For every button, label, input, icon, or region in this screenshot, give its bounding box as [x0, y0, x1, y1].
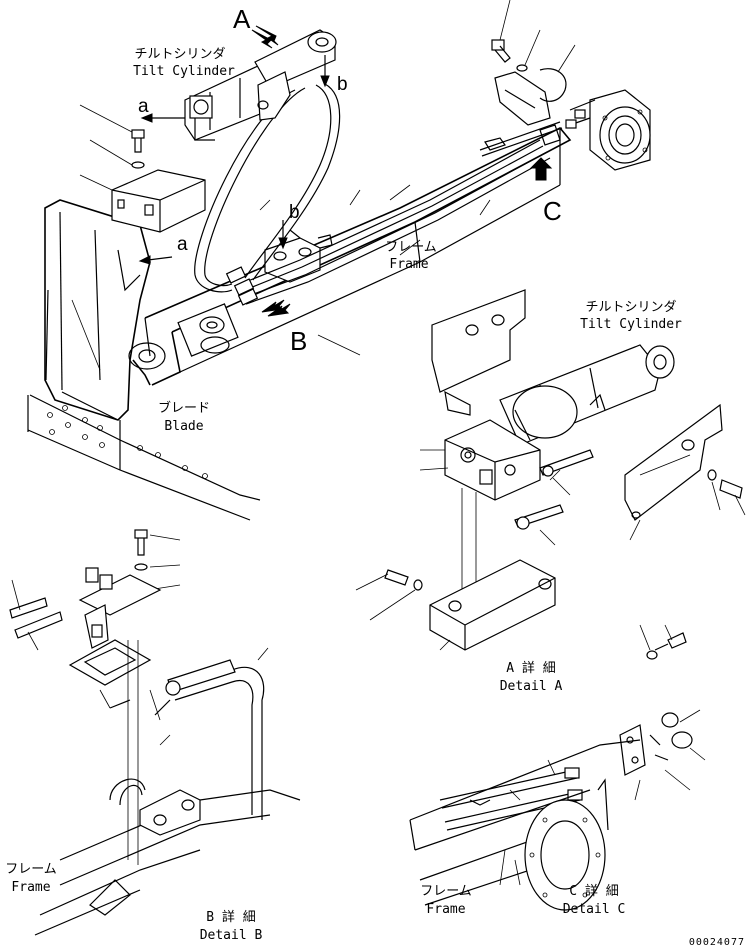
detail-a-drawing — [355, 289, 746, 651]
detail-b-en: Detail B — [200, 928, 263, 943]
frame-b-en: Frame — [11, 880, 50, 895]
callout-c-label: C — [543, 196, 562, 226]
frame-arm — [144, 127, 572, 386]
detail-c-en: Detail C — [563, 902, 626, 917]
drawing-number: 00024077 — [689, 937, 745, 948]
callout-b-small-frame: b — [289, 202, 300, 223]
right-upper-parts — [491, 0, 651, 171]
blade-en: Blade — [164, 419, 203, 434]
detail-a-jp: A 詳 細 — [506, 660, 555, 676]
tilt-cylinder-a-en: Tilt Cylinder — [580, 317, 682, 332]
blade-jp: ブレード — [158, 400, 210, 416]
hoses — [194, 83, 563, 306]
tilt-cylinder-top-jp: チルトシリンダ — [134, 47, 225, 62]
callout-a-label: A — [233, 4, 251, 34]
detail-c-drawing — [409, 624, 706, 911]
callout-b-small-top: b — [337, 74, 348, 95]
tilt-cylinder-top-en: Tilt Cylinder — [133, 64, 235, 79]
detail-a-en: Detail A — [500, 679, 563, 694]
tilt-cylinder-top — [184, 29, 337, 141]
leader-lines — [259, 184, 491, 256]
callout-a-small-top: a — [138, 96, 149, 117]
frame-main-jp: フレーム — [385, 240, 437, 255]
blade-drawing — [27, 199, 261, 521]
main-assembly — [27, 0, 651, 521]
callout-arrows — [138, 25, 553, 356]
frame-c-en: Frame — [426, 902, 465, 917]
cover-box — [111, 169, 206, 233]
detail-b-jp: B 詳 細 — [206, 909, 255, 925]
detail-b-drawing — [9, 529, 301, 936]
frame-main-en: Frame — [389, 257, 428, 272]
blade-holes — [47, 405, 208, 479]
frame-b-jp: フレーム — [5, 862, 57, 877]
text-labels: A B C a a b b チルトシリンダ Tilt Cylinder チルトシ… — [5, 4, 745, 948]
callout-b-label: B — [290, 326, 307, 356]
detail-c-jp: C 詳 細 — [569, 883, 618, 899]
top-bolt — [79, 104, 145, 191]
tilt-cylinder-a-jp: チルトシリンダ — [585, 300, 676, 315]
callout-a-small-blade: a — [177, 234, 188, 255]
frame-c-jp: フレーム — [420, 884, 472, 899]
